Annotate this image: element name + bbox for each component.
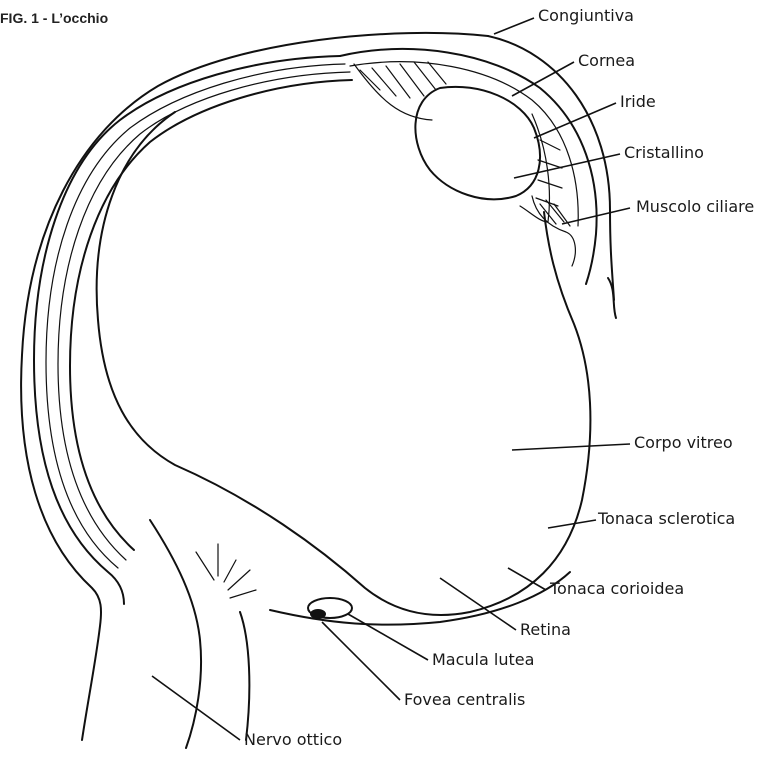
- label-macula-lutea: Macula lutea: [432, 650, 534, 669]
- leader-cristallino: [514, 154, 620, 178]
- leader-corpo-vitreo: [512, 444, 630, 450]
- lens-contour: [415, 87, 540, 199]
- label-muscolo-ciliare: Muscolo ciliare: [636, 197, 754, 216]
- label-retina: Retina: [520, 620, 571, 639]
- label-iride: Iride: [620, 92, 656, 111]
- label-tonaca-corioidea: Tonaca corioidea: [550, 579, 684, 598]
- label-tonaca-sclerotica: Tonaca sclerotica: [598, 509, 735, 528]
- label-cristallino: Cristallino: [624, 143, 704, 162]
- figure-title: FIG. 1 - L’occhio: [0, 10, 108, 26]
- label-cornea: Cornea: [578, 51, 635, 70]
- choroid-contour: [46, 64, 345, 568]
- conjunctiva-contour: [488, 36, 614, 300]
- label-corpo-vitreo: Corpo vitreo: [634, 433, 733, 452]
- leader-congiuntiva: [494, 18, 534, 34]
- leader-tonaca-sclerotica: [548, 520, 596, 528]
- fovea-centralis-dot: [310, 609, 326, 619]
- leader-fovea-centralis: [322, 622, 400, 700]
- choroid-hatch-line: [58, 72, 350, 560]
- optic-nerve-inner: [240, 612, 249, 740]
- leader-iride: [534, 103, 616, 138]
- leader-retina: [440, 578, 516, 630]
- vitreous-boundary: [97, 112, 591, 615]
- sclera-outer-contour: [21, 33, 488, 740]
- leader-macula-lutea: [348, 614, 428, 660]
- retina-contour: [70, 80, 352, 550]
- ciliary-muscle-region: [532, 196, 575, 266]
- leader-nervo-ottico: [152, 676, 240, 740]
- label-fovea-centralis: Fovea centralis: [404, 690, 525, 709]
- optic-disc-rays: [196, 544, 256, 598]
- label-congiuntiva: Congiuntiva: [538, 6, 634, 25]
- optic-nerve-outer: [150, 520, 201, 748]
- label-nervo-ottico: Nervo ottico: [244, 730, 342, 749]
